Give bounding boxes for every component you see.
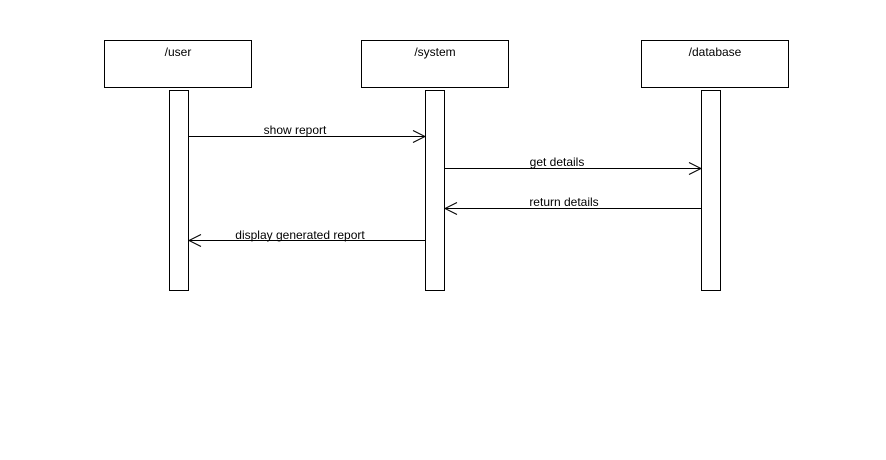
message-label-display-generated-report: display generated report [235,228,365,242]
activation-bar-database[interactable] [701,90,721,291]
lifeline-head-system[interactable]: /system [361,40,509,88]
message-label-show-report: show report [263,123,327,137]
lifeline-head-database[interactable]: /database [641,40,789,88]
message-arrow-show-report[interactable] [189,130,427,143]
message-label-return-details: return details [529,195,599,209]
activation-bar-user[interactable] [169,90,189,291]
message-arrow-get-details[interactable] [445,162,703,175]
message-arrow-display-generated-report[interactable] [187,234,425,247]
message-label-get-details: get details [529,155,585,169]
lifeline-head-user[interactable]: /user [104,40,252,88]
message-arrow-return-details[interactable] [443,202,701,215]
activation-bar-system[interactable] [425,90,445,291]
